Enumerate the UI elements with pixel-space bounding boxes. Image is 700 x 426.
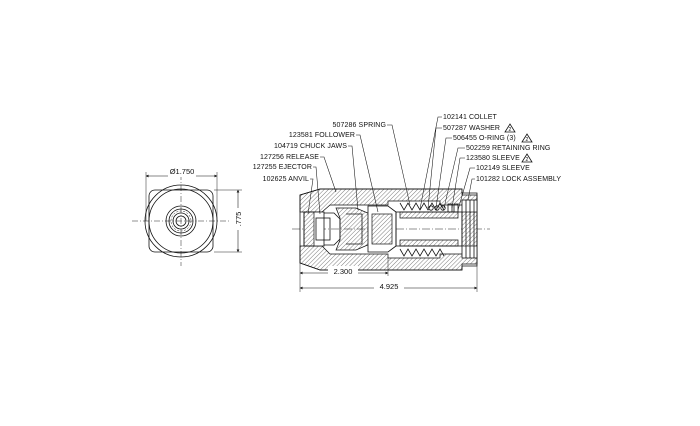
diameter-dimension: Ø1.750: [170, 167, 195, 176]
svg-text:2: 2: [526, 137, 529, 143]
callout-sleeve-102149: 102149 SLEEVE: [476, 165, 530, 172]
warning-triangle-icon: 2: [504, 123, 516, 133]
callouts-left: 507286 SPRING 123581 FOLLOWER 104719 CHU…: [253, 122, 411, 215]
callout-retaining-ring: 502259 RETAINING RING: [466, 145, 550, 152]
end-view: Ø1.750 .775: [132, 167, 244, 266]
callout-sleeve-123580: 123580 SLEEVE: [466, 155, 520, 162]
callout-washer: 507287 WASHER: [443, 125, 500, 132]
spring-upper: [399, 202, 445, 211]
callout-release: 127256 RELEASE: [260, 154, 319, 161]
svg-text:2: 2: [526, 157, 529, 163]
callout-anvil: 102625 ANVIL: [263, 176, 309, 183]
callout-collet: 102141 COLLET: [443, 114, 497, 121]
callout-o-ring: 506455 O-RING (3): [453, 135, 516, 142]
callout-lock-assembly: 101282 LOCK ASSEMBLY: [476, 176, 561, 183]
warning-triangle-icon: 2: [521, 133, 533, 143]
section-view: 2.300 4.925: [292, 188, 490, 292]
overall-length-dimension: 4.925: [380, 282, 399, 291]
callout-spring: 507286 SPRING: [333, 122, 386, 129]
callout-chuck-jaws: 104719 CHUCK JAWS: [274, 143, 347, 150]
height-dimension: .775: [234, 212, 243, 227]
svg-text:2: 2: [509, 127, 512, 133]
callouts-right: 102141 COLLET 507287 WASHER 2 506455 O-R…: [419, 114, 561, 211]
warning-triangle-icon: 2: [521, 153, 533, 163]
spring-lower: [399, 248, 445, 257]
callout-ejector: 127255 EJECTOR: [253, 164, 312, 171]
inner-length-dimension: 2.300: [334, 267, 353, 276]
callout-follower: 123581 FOLLOWER: [289, 132, 355, 139]
